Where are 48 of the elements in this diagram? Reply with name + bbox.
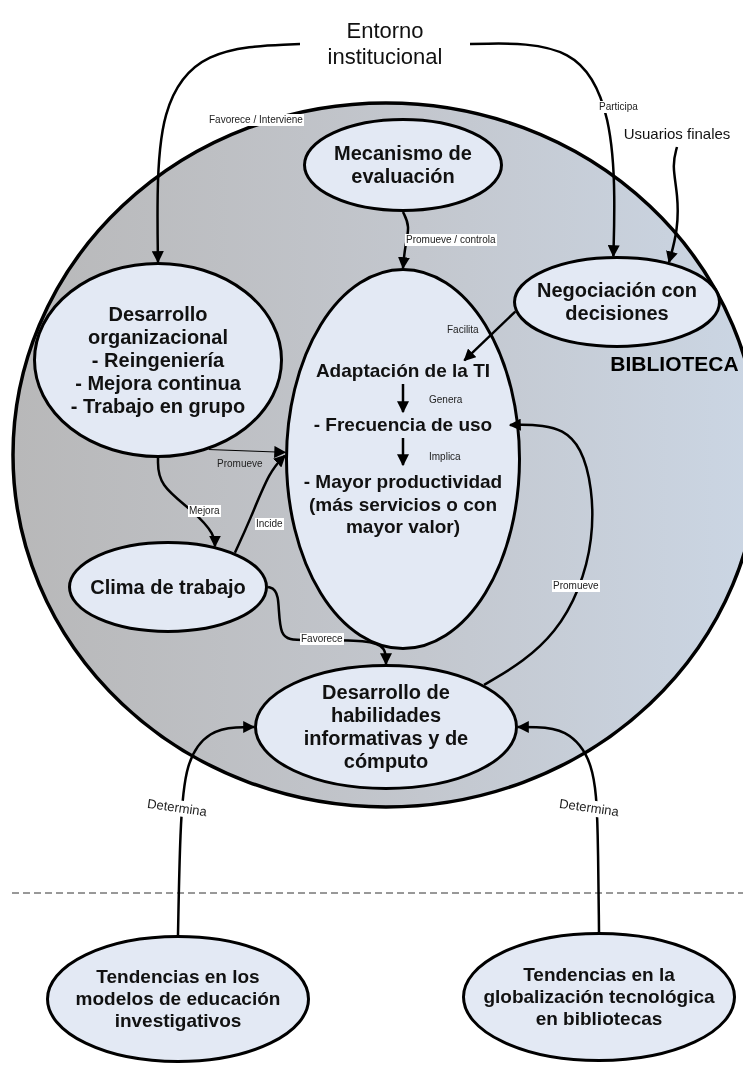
edge-label: Implica	[428, 451, 462, 463]
edge-label: Favorece	[300, 633, 344, 645]
ellipse-node	[46, 935, 310, 1063]
edge-label: Incide	[255, 518, 284, 530]
ellipse-node	[303, 118, 503, 212]
ellipse-node	[68, 541, 268, 633]
arrow	[156, 458, 221, 548]
node-label: Adaptación de la TI	[296, 358, 510, 384]
ellipse-node	[254, 664, 518, 790]
arrow	[483, 418, 594, 686]
arrow	[516, 721, 601, 932]
node-text: Desarrollo de habilidades informativas y de cómputo	[302, 681, 470, 773]
arrow	[176, 721, 256, 936]
ellipse-node	[513, 256, 721, 348]
arrow	[463, 310, 517, 362]
arrow	[151, 42, 301, 264]
arrow	[666, 146, 679, 264]
node-label: - Frecuencia de uso	[296, 412, 510, 438]
node-label: - Mayor productividad (más servicios o con mayor valor)	[291, 465, 515, 545]
node-label: Usuarios finales	[612, 121, 742, 147]
edge-label: Facilita	[446, 324, 480, 336]
edge-label: Mejora	[188, 505, 221, 517]
edge-label: Promueve	[216, 458, 264, 470]
node-label: Entorno institucional	[300, 8, 470, 80]
node-text: BIBLIOTECA	[609, 352, 740, 376]
arrow	[469, 42, 620, 258]
edge-label: Promueve / controla	[405, 234, 497, 246]
edge-label: Promueve	[552, 580, 600, 592]
arrow	[208, 445, 287, 458]
arrow	[397, 438, 409, 467]
edge-label: Participa	[598, 101, 639, 113]
node-text: - Reingeniería	[91, 348, 225, 372]
node-text: Negociación con decisiones	[536, 279, 698, 325]
edge-label: Genera	[428, 394, 464, 406]
arrow	[397, 384, 409, 414]
node-text: Clima de trabajo	[90, 575, 246, 599]
node-text: Mecanismo de evaluación	[333, 142, 473, 188]
arrow	[233, 454, 286, 554]
arrow	[398, 211, 410, 270]
node-text: Tendencias en los modelos de educación investigativos	[74, 966, 282, 1032]
ellipse-node	[33, 262, 283, 458]
ellipse-node	[285, 268, 521, 650]
edge-label: Favorece / Interviene	[208, 114, 304, 126]
node-text: - Mejora continua	[75, 371, 241, 395]
node-text: Desarrollo organizacional	[87, 302, 229, 349]
ellipse-node	[462, 932, 736, 1062]
node-text: - Trabajo en grupo	[70, 394, 246, 418]
node-text: Tendencias en la globalización tecnológica en bibliotecas	[482, 964, 716, 1030]
